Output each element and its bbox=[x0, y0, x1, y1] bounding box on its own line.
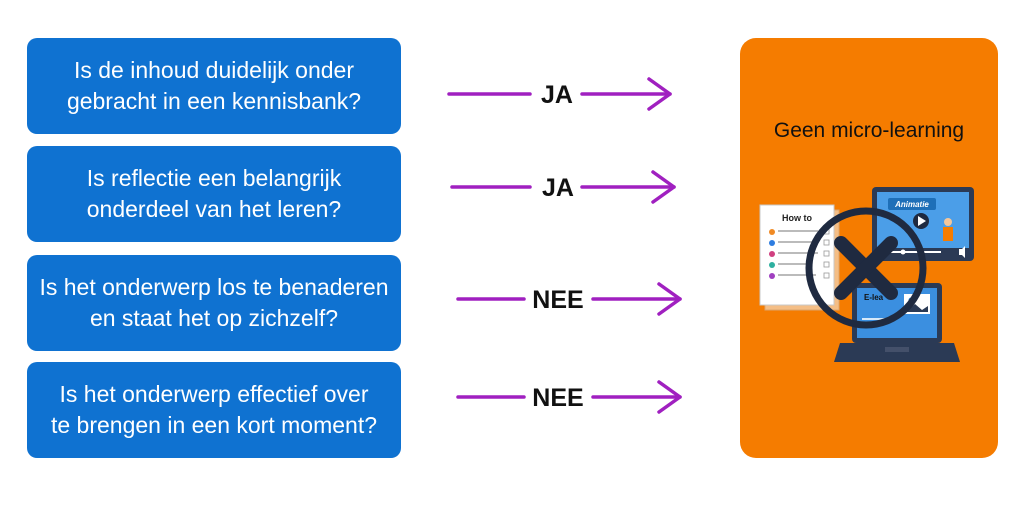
answer-arrow-2: JA bbox=[450, 170, 676, 204]
answer-label-1: JA bbox=[541, 81, 573, 109]
howto-document-icon: How to bbox=[759, 204, 840, 311]
question-4-line-2: te brengen in een kort moment? bbox=[50, 412, 378, 438]
question-box-3: Is het onderwerp los te benaderen en sta… bbox=[27, 255, 401, 351]
answer-label-4: NEE bbox=[532, 384, 583, 412]
question-box-4: Is het onderwerp effectief over te breng… bbox=[27, 362, 401, 458]
laptop-label: E-lea bbox=[864, 293, 884, 302]
question-1-line-2: gebracht in een kennisbank? bbox=[66, 88, 362, 114]
question-box-2: Is reflectie een belangrijk onderdeel va… bbox=[27, 146, 401, 242]
question-4-line-1: Is het onderwerp effectief over bbox=[59, 381, 369, 407]
answer-label-3: NEE bbox=[532, 286, 583, 314]
answer-label-2: JA bbox=[542, 174, 574, 202]
cross-circle-icon bbox=[805, 207, 927, 329]
result-title: Geen micro-learning bbox=[773, 119, 965, 142]
question-1-line-1: Is de inhoud duidelijk onder bbox=[73, 57, 355, 83]
question-2-line-1: Is reflectie een belangrijk bbox=[86, 165, 342, 191]
question-2-line-2: onderdeel van het leren? bbox=[86, 196, 342, 222]
answer-arrow-4: NEE bbox=[456, 380, 682, 414]
question-box-1: Is de inhoud duidelijk onder gebracht in… bbox=[27, 38, 401, 134]
howto-title: How to bbox=[782, 213, 812, 223]
answer-arrow-1: JA bbox=[447, 77, 672, 111]
animation-label: Animatie bbox=[894, 200, 929, 209]
answer-arrow-3: NEE bbox=[456, 282, 682, 316]
question-3-line-1: Is het onderwerp los te benaderen bbox=[39, 274, 389, 300]
question-3-line-2: en staat het op zichzelf? bbox=[89, 305, 339, 331]
